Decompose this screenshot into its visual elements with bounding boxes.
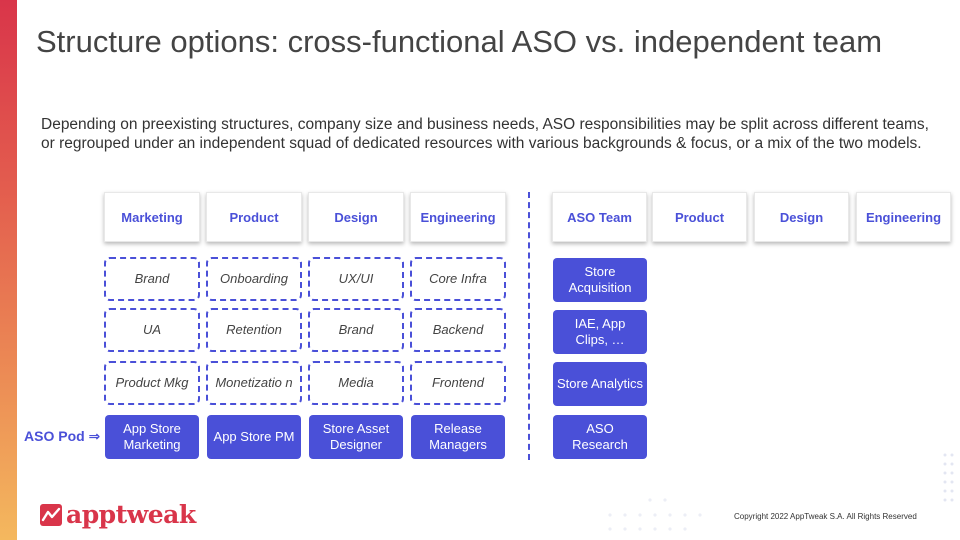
aso-item-aso-research: ASO Research <box>553 415 647 459</box>
header-marketing: Marketing <box>104 192 200 242</box>
item-design-ux-ui: UX/UI <box>308 257 404 301</box>
header-aso-team: ASO Team <box>552 192 647 242</box>
accent-bar <box>0 0 17 540</box>
header-design: Design <box>308 192 404 242</box>
decorative-dots-right <box>943 453 954 502</box>
aso-pod-label: ASO Pod ⇒ <box>24 428 101 444</box>
pod-store-asset-designer: Store Asset Designer <box>309 415 403 459</box>
item-engineering-backend: Backend <box>410 308 506 352</box>
item-design-media: Media <box>308 361 404 405</box>
intro-text: Depending on preexisting structures, com… <box>41 116 929 152</box>
item-product-onboarding: Onboarding <box>206 257 302 301</box>
header-engineering-right: Engineering <box>856 192 951 242</box>
item-engineering-core-infra: Core Infra <box>410 257 506 301</box>
apptweak-logo-icon <box>40 503 62 526</box>
item-product-retention: Retention <box>206 308 302 352</box>
header-design-right: Design <box>754 192 849 242</box>
aso-item-store-analytics: Store Analytics <box>553 362 647 406</box>
apptweak-logo: apptweak <box>40 500 196 529</box>
pod-release-managers: Release Managers <box>411 415 505 459</box>
header-product: Product <box>206 192 302 242</box>
header-product-right: Product <box>652 192 747 242</box>
model-divider <box>528 192 530 460</box>
item-product-monetization: Monetizatio n <box>206 361 302 405</box>
item-design-brand: Brand <box>308 308 404 352</box>
pod-app-store-marketing: App Store Marketing <box>105 415 199 459</box>
header-engineering: Engineering <box>410 192 506 242</box>
pod-app-store-pm: App Store PM <box>207 415 301 459</box>
decorative-dots-bottom <box>608 498 702 531</box>
item-marketing-product-mkg: Product Mkg <box>104 361 200 405</box>
item-marketing-ua: UA <box>104 308 200 352</box>
aso-item-store-acquisition: Store Acquisition <box>553 258 647 302</box>
aso-item-iae-app-clips: IAE, App Clips, … <box>553 310 647 354</box>
slide-title: Structure options: cross-functional ASO … <box>36 24 883 59</box>
copyright-text: Copyright 2022 AppTweak S.A. All Rights … <box>734 512 917 521</box>
item-marketing-brand: Brand <box>104 257 200 301</box>
item-engineering-frontend: Frontend <box>410 361 506 405</box>
apptweak-logo-text: apptweak <box>66 500 196 529</box>
